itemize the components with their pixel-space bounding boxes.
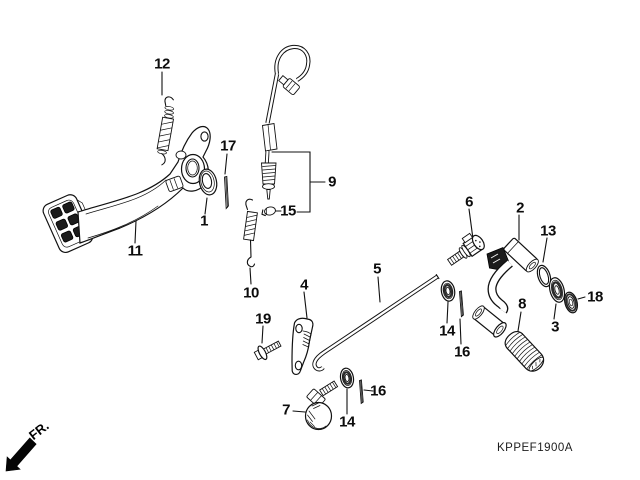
cotter-pin-17-drawing xyxy=(224,175,229,210)
callout-6: 6 xyxy=(465,193,473,211)
callout-4: 4 xyxy=(300,276,308,294)
callout-16-left: 16 xyxy=(370,382,386,400)
callout-12: 12 xyxy=(154,55,170,73)
shift-arm-bracket-drawing xyxy=(291,317,314,376)
callout-14-right: 14 xyxy=(439,322,455,340)
brake-rod-drawing xyxy=(261,44,311,200)
diagram-part-code: KPPEF1900A xyxy=(497,442,573,454)
gearshift-pedal-drawing xyxy=(472,237,539,338)
callout-3: 3 xyxy=(551,318,559,336)
leader-lines xyxy=(134,71,586,415)
front-direction-arrow xyxy=(5,437,37,472)
brake-pedal-drawing xyxy=(42,125,211,254)
washer-14-right-drawing xyxy=(440,280,456,302)
return-spring-drawing xyxy=(243,198,258,268)
callout-5: 5 xyxy=(373,260,381,278)
pivot-bolt-drawing xyxy=(446,232,485,266)
callout-19: 19 xyxy=(255,310,271,328)
callout-8: 8 xyxy=(518,295,526,313)
pin-16-left-drawing xyxy=(359,379,364,405)
joint-bolt-drawing xyxy=(304,380,339,431)
oring-13-drawing xyxy=(536,264,552,288)
flange-bolt-drawing xyxy=(253,340,282,361)
callout-13: 13 xyxy=(540,222,556,240)
pedal-rubber-drawing xyxy=(504,330,545,372)
callout-17: 17 xyxy=(220,137,236,155)
pivot-washer-drawing xyxy=(198,168,218,196)
callout-15: 15 xyxy=(280,202,296,220)
callout-10: 10 xyxy=(243,284,259,302)
callout-14-left: 14 xyxy=(339,413,355,431)
pin-16-right-drawing xyxy=(459,290,464,318)
callout-11: 11 xyxy=(127,242,143,260)
callout-2: 2 xyxy=(516,199,524,217)
pedal-lower-tube xyxy=(472,305,507,338)
callout-1: 1 xyxy=(200,212,208,230)
callout-7: 7 xyxy=(282,401,290,419)
rod-joint-clip-drawing xyxy=(261,206,276,217)
callout-9: 9 xyxy=(328,173,336,191)
pedal-upper-tube xyxy=(503,237,539,273)
callout-18: 18 xyxy=(587,288,603,306)
nut-18-drawing xyxy=(563,291,579,314)
washer-14-left-drawing xyxy=(339,367,355,389)
callout-16-right: 16 xyxy=(454,343,470,361)
pedal-arm-block xyxy=(165,175,184,192)
rod-end-fitting xyxy=(278,75,300,95)
pedal-spring-drawing xyxy=(156,96,175,166)
seal-3-drawing xyxy=(548,277,566,303)
shift-rod-drawing xyxy=(312,274,440,372)
